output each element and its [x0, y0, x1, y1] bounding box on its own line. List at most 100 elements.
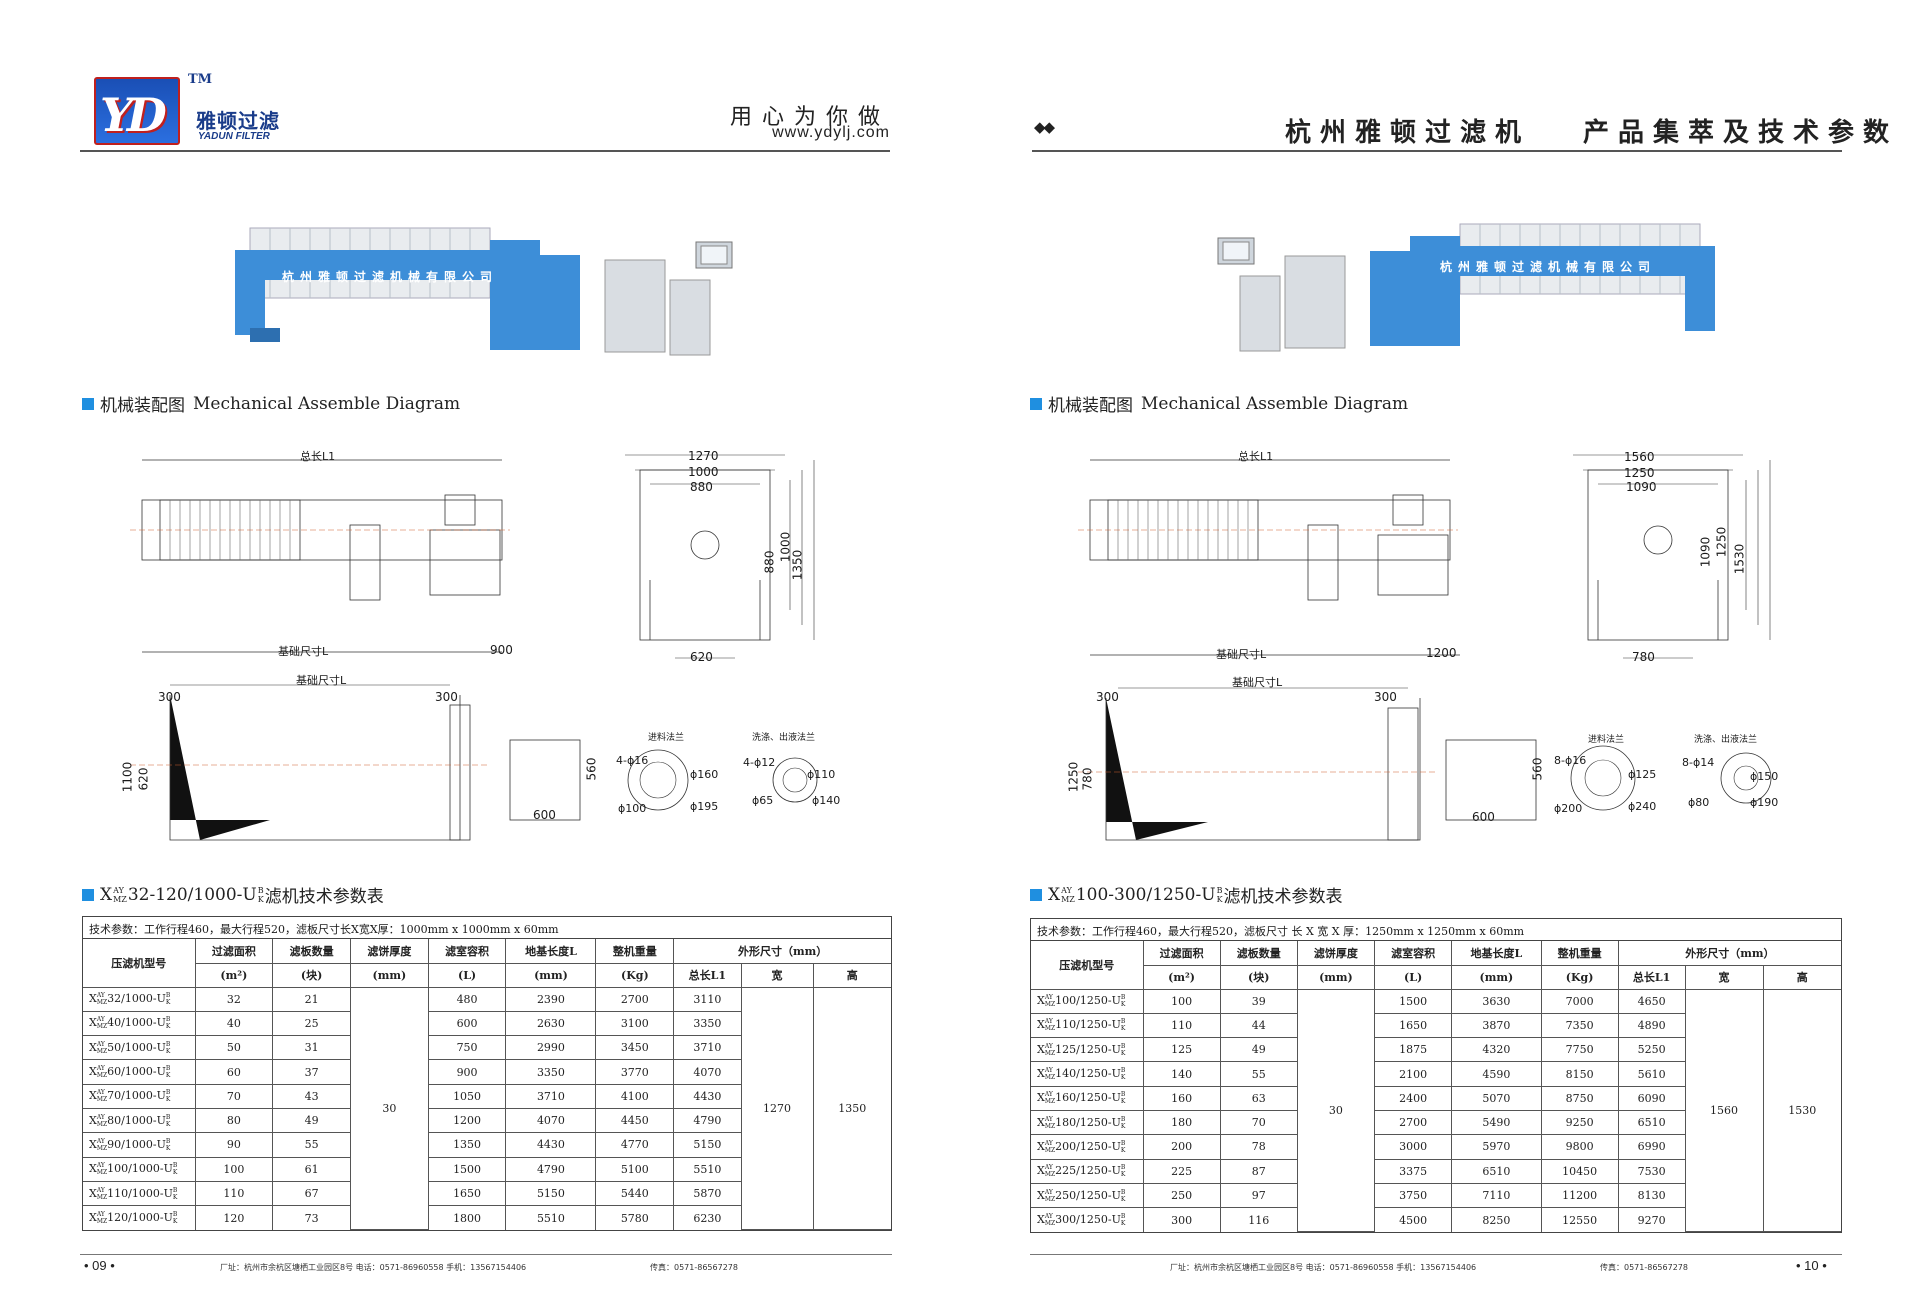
title-model: 100-300/1250-U: [1075, 884, 1216, 905]
plates-cell: 73: [272, 1205, 351, 1230]
unit-area: (m²): [1143, 964, 1221, 990]
base-cell: 5150: [505, 1180, 597, 1207]
unit-cake: (mm): [349, 962, 429, 988]
unit-area: (m²): [195, 962, 274, 988]
area-cell: 90: [194, 1132, 274, 1158]
model-code: 160/1250-U: [1055, 1091, 1121, 1105]
model-sub: MZ: [1044, 1195, 1056, 1203]
col-length: 总长L1: [673, 962, 742, 988]
footer-address: 厂址：杭州市余杭区塘栖工业园区8号 电话：0571-86960558 手机：13…: [220, 1263, 527, 1272]
dim-560: 560: [584, 757, 599, 781]
flange-wash-bore: ϕ65: [752, 794, 774, 807]
total-length-label: 总长L1: [300, 450, 336, 463]
title-prefix: X: [100, 884, 113, 905]
length-cell: 5510: [673, 1156, 741, 1182]
weight-cell: 7000: [1540, 988, 1619, 1014]
model-sub: MZ: [1044, 1098, 1056, 1106]
model-prefix: X: [1037, 1213, 1045, 1227]
footer-rule: [1030, 1254, 1842, 1255]
volume-cell: 1500: [427, 1156, 507, 1182]
model-sup: AY: [96, 1040, 105, 1048]
col-height: 高: [812, 962, 891, 988]
col-width: 宽: [1684, 964, 1764, 990]
col-weight: 整机重量: [1540, 941, 1619, 966]
page-number: • 09 •: [84, 1258, 115, 1273]
weight-cell: 11200: [1540, 1182, 1619, 1209]
model-prefix: X: [89, 1162, 97, 1176]
area-cell: 225: [1142, 1158, 1221, 1184]
base-cell: 4790: [505, 1156, 597, 1182]
dim-side-height-1: 1090: [1698, 536, 1713, 568]
flange-wash-pcd: ϕ110: [807, 768, 836, 781]
dim-side-width-1: 1560: [1624, 450, 1655, 464]
section-title-cn: 机械装配图: [1048, 396, 1133, 416]
length-cell: 4890: [1617, 1012, 1685, 1039]
plates-cell: 49: [1219, 1037, 1298, 1063]
area-cell: 180: [1142, 1109, 1221, 1136]
model-sup-2: B: [165, 1016, 171, 1024]
length-cell: 3110: [673, 986, 742, 1012]
model-sup: AY: [1044, 1188, 1053, 1196]
area-cell: 70: [194, 1083, 274, 1109]
cake-cell: 30: [349, 986, 429, 1231]
model-sup-2: B: [1120, 1164, 1126, 1172]
model-prefix: X: [89, 1040, 97, 1054]
cake-cell: 30: [1296, 988, 1376, 1233]
header-row-1: 压滤机型号 过滤面积 滤板数量 滤饼厚度 滤室容积 地基长度L 整机重量 外形尺…: [1031, 941, 1841, 990]
weight-cell: 5440: [595, 1180, 675, 1207]
plates-cell: 39: [1219, 988, 1298, 1014]
area-cell: 110: [194, 1180, 274, 1207]
width-cell: 1560: [1684, 988, 1764, 1233]
section-heading-mechanical: 机械装配图 Mechanical Assemble Diagram: [82, 391, 460, 416]
model-prefix: X: [89, 1186, 97, 1200]
weight-cell: 12550: [1540, 1207, 1619, 1232]
title-sup: AY: [113, 885, 124, 895]
company-logo: YD TM 雅顿过滤 YADUN FILTER: [94, 72, 294, 148]
model-sup-2: B: [165, 1065, 171, 1073]
model-sup-2: B: [172, 1186, 178, 1194]
assembly-drawing: [1078, 454, 1772, 841]
title-suffix: 滤机技术参数表: [264, 887, 384, 907]
model-code: 100/1000-U: [107, 1162, 173, 1176]
model-sub-2: K: [172, 1193, 178, 1201]
right-page: ◆◆ 杭州雅顿过滤机 产品集萃及技术参数 杭州雅顿过滤机械有限公司 机械装配图 …: [960, 0, 1920, 1312]
plates-cell: 43: [272, 1083, 351, 1109]
header-row-2: (m²) (块) (mm) (L) (mm) (Kg) 总长L1 宽 高: [1031, 964, 1841, 990]
catalog-title: 杭州雅顿过滤机 产品集萃及技术参数: [1284, 118, 1898, 148]
model-sub: MZ: [96, 1218, 108, 1226]
model-sup: AY: [1044, 1042, 1053, 1050]
model-code: 70/1000-U: [107, 1089, 166, 1103]
model-code: 80/1000-U: [107, 1113, 166, 1127]
footer-address: 厂址：杭州市余杭区塘栖工业园区8号 电话：0571-86960558 手机：13…: [1170, 1263, 1477, 1272]
flange-inlet-bore: ϕ200: [1554, 802, 1583, 815]
dim-600: 600: [533, 808, 556, 822]
model-code: 140/1250-U: [1055, 1067, 1121, 1081]
model-code: 90/1000-U: [107, 1137, 166, 1151]
col-weight: 整机重量: [595, 939, 675, 964]
tech-note: 技术参数：工作行程460，最大行程520，滤板尺寸 长 X 宽 X 厚：1250…: [1031, 919, 1841, 941]
weight-cell: 2700: [595, 986, 675, 1012]
model-prefix: X: [1037, 994, 1045, 1008]
model-sub: MZ: [96, 1193, 108, 1201]
